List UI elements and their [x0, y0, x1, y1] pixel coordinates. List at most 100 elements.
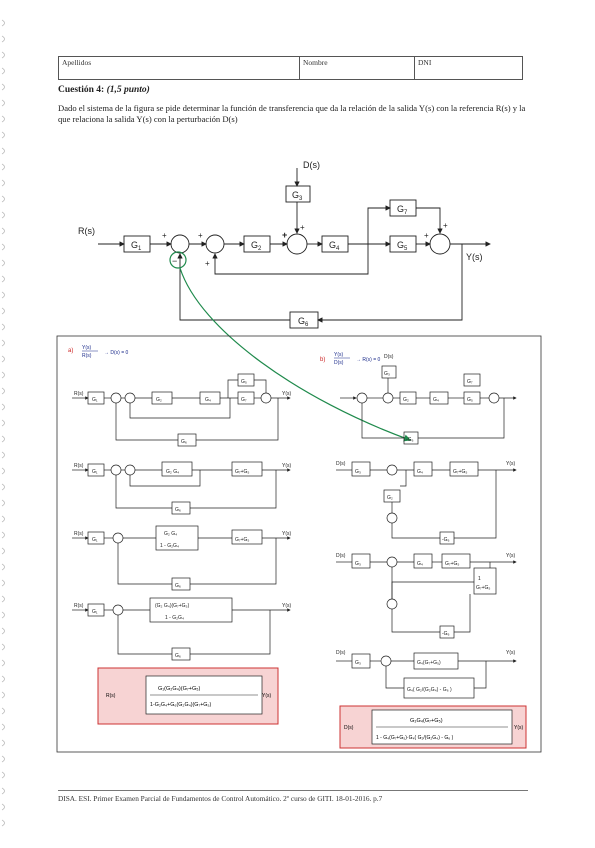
svg-text:G₇+G₅: G₇+G₅ [235, 537, 249, 543]
svg-text:G₇+G₅: G₇+G₅ [235, 469, 249, 475]
apellidos-label: Apellidos [62, 58, 92, 67]
part-a-cond: → D(s) = 0 [104, 350, 129, 356]
part-b-label: b) [320, 357, 325, 363]
svg-text:(G₂ G₄)(G₇+G₅): (G₂ G₄)(G₇+G₅) [155, 603, 190, 609]
b-result-den: 1 - G₄(G₇+G₅)·G₄( G₂/(G₂G₄) - G₆ ) [376, 735, 454, 741]
svg-text:G₆: G₆ [175, 583, 181, 589]
svg-text:+: + [282, 230, 287, 240]
g6-label: G6 [298, 316, 309, 328]
svg-text:G₃: G₃ [355, 469, 361, 475]
svg-text:G₄: G₄ [205, 397, 211, 403]
svg-text:G₆: G₆ [175, 507, 181, 513]
part-a-label: a) [68, 348, 73, 354]
svg-text:G₄: G₄ [433, 397, 439, 403]
g3-label: G3 [292, 190, 303, 202]
svg-text:G₂: G₂ [156, 397, 162, 403]
question-number: Cuestión 4: [58, 85, 105, 95]
svg-text:G₃: G₃ [355, 660, 361, 666]
svg-text:-G₆: -G₆ [442, 631, 450, 637]
part-a-num: Y(s) [82, 345, 92, 351]
nombre-label: Nombre [303, 58, 328, 67]
svg-text:Y(s): Y(s) [514, 725, 524, 731]
svg-text:+: + [162, 231, 167, 240]
page-footer: DISA. ESI. Primer Examen Parcial de Fund… [58, 794, 383, 803]
svg-text:G₇+G₅: G₇+G₅ [453, 469, 467, 475]
svg-text:G₄: G₄ [417, 561, 423, 567]
svg-text:G₁: G₁ [92, 537, 98, 543]
question-statement: Dado el sistema de la figura se pide det… [58, 103, 526, 124]
svg-text:-G₆: -G₆ [406, 437, 414, 443]
a-result-num: G₁(G₂G₄)(G₇+G₅) [158, 686, 200, 692]
g2-label: G2 [251, 240, 262, 252]
dni-field[interactable]: DNI [415, 57, 522, 79]
input-label: R(s) [78, 226, 95, 236]
question-title: Cuestión 4: (1,5 punto) [58, 85, 150, 95]
svg-text:G₆: G₆ [175, 653, 181, 659]
svg-text:G₇: G₇ [467, 379, 473, 385]
question-points: (1,5 punto) [106, 85, 150, 95]
svg-text:G₃: G₃ [384, 371, 390, 377]
svg-text:G₅: G₅ [241, 379, 247, 385]
svg-text:+: + [205, 259, 210, 268]
svg-text:+: + [198, 231, 203, 240]
g1-label: G1 [131, 240, 142, 252]
svg-text:G₂: G₂ [387, 495, 393, 501]
svg-text:+: + [443, 221, 448, 230]
svg-text:G₁: G₁ [92, 397, 98, 403]
svg-text:Y(s): Y(s) [506, 650, 516, 656]
svg-text:−: − [172, 256, 177, 266]
svg-text:G₁: G₁ [92, 469, 98, 475]
svg-text:G₇: G₇ [241, 397, 247, 403]
svg-text:G₄: G₄ [417, 469, 423, 475]
part-a-den: R(s) [82, 353, 92, 359]
svg-text:Y(s): Y(s) [282, 391, 292, 397]
svg-text:R(s): R(s) [106, 693, 116, 699]
block-g3 [285, 185, 311, 203]
svg-text:1 - G₂G₄: 1 - G₂G₄ [160, 543, 179, 549]
svg-text:1: 1 [478, 576, 481, 582]
svg-text:Y(s): Y(s) [282, 603, 292, 609]
b-result-num: G₃G₄(G₇+G₅) [410, 718, 443, 724]
svg-text:G₂ G₄: G₂ G₄ [164, 531, 177, 537]
binder-holes [1, 19, 5, 827]
apellidos-field[interactable]: Apellidos [59, 57, 300, 79]
student-info-header: Apellidos Nombre DNI [58, 56, 523, 80]
svg-text:-G₆: -G₆ [442, 537, 450, 543]
svg-text:G₅: G₅ [467, 397, 473, 403]
footer-rule [58, 790, 528, 791]
svg-text:Y(s): Y(s) [282, 531, 292, 537]
svg-text:G₁: G₁ [92, 609, 98, 615]
g5-label: G5 [397, 240, 408, 252]
svg-text:Y(s): Y(s) [506, 553, 516, 559]
svg-text:G₇+G₅: G₇+G₅ [445, 561, 459, 567]
part-b-cond: → R(s) = 0 [356, 357, 381, 363]
disturbance-label: D(s) [303, 160, 320, 170]
g7-label: G7 [397, 204, 408, 216]
nombre-field[interactable]: Nombre [300, 57, 415, 79]
svg-text:R(s): R(s) [74, 603, 84, 609]
svg-text:G₂: G₂ [403, 397, 409, 403]
svg-text:G₇+G₅: G₇+G₅ [476, 585, 490, 591]
svg-text:G₂ G₄: G₂ G₄ [166, 469, 179, 475]
svg-text:G₆: G₆ [181, 439, 187, 445]
part-b-den: D(s) [334, 360, 344, 366]
svg-text:D(s): D(s) [336, 553, 346, 559]
g4-label: G4 [329, 240, 340, 252]
svg-text:D(s): D(s) [384, 354, 394, 360]
svg-text:R(s): R(s) [74, 463, 84, 469]
svg-text:D(s): D(s) [336, 650, 346, 656]
svg-text:G₄(G₇+G₅): G₄(G₇+G₅) [417, 660, 441, 666]
svg-text:+: + [424, 231, 429, 240]
svg-text:Y(s): Y(s) [506, 461, 516, 467]
svg-text:+: + [300, 223, 305, 232]
svg-text:G₃: G₃ [355, 561, 361, 567]
svg-text:1 - G₂G₄: 1 - G₂G₄ [165, 615, 184, 621]
svg-text:Y(s): Y(s) [262, 693, 272, 699]
dni-label: DNI [418, 58, 432, 67]
svg-text:D(s): D(s) [336, 461, 346, 467]
svg-text:D(s): D(s) [344, 725, 354, 731]
svg-text:Y(s): Y(s) [282, 463, 292, 469]
svg-text:R(s): R(s) [74, 391, 84, 397]
svg-text:R(s): R(s) [74, 531, 84, 537]
